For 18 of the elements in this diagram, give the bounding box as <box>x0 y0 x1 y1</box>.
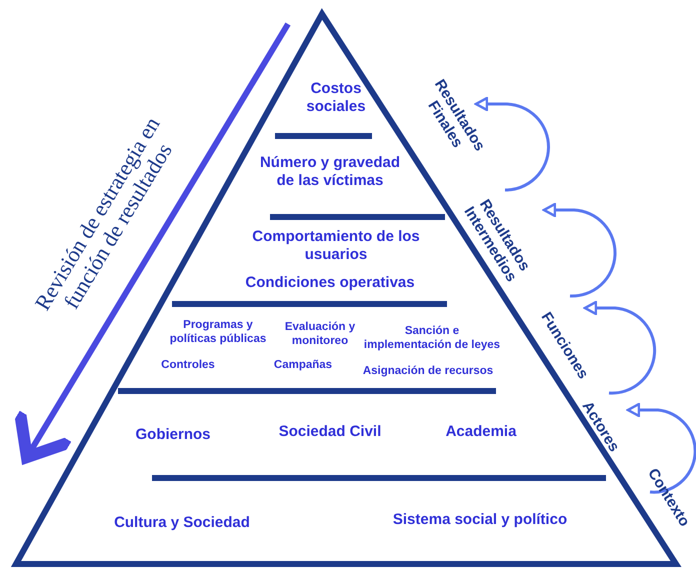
level-text: Sanción e implementación de leyes <box>362 325 502 353</box>
level-text: Costos sociales <box>305 80 367 116</box>
level-text: Condiciones operativas <box>244 274 416 292</box>
level-text: Campañas <box>272 359 334 373</box>
level-text: Comportamiento de los usuarios <box>251 228 421 264</box>
level-text: Cultura y Sociedad <box>113 514 251 532</box>
level-text: Programas y políticas públicas <box>168 319 268 347</box>
curved-arrow <box>542 202 617 298</box>
level-text: Sistema social y político <box>392 511 568 529</box>
level-text: Asignación de recursos <box>362 365 494 379</box>
level-text: Controles <box>160 359 216 373</box>
curved-arrow <box>584 300 656 395</box>
level-text: Gobiernos <box>134 426 212 444</box>
level-text: Sociedad Civil <box>278 423 382 441</box>
level-text: Academia <box>444 423 518 441</box>
level-text: Número y gravedad de las víctimas <box>258 154 402 190</box>
curved-arrow <box>626 402 696 494</box>
curved-arrow <box>474 96 550 192</box>
